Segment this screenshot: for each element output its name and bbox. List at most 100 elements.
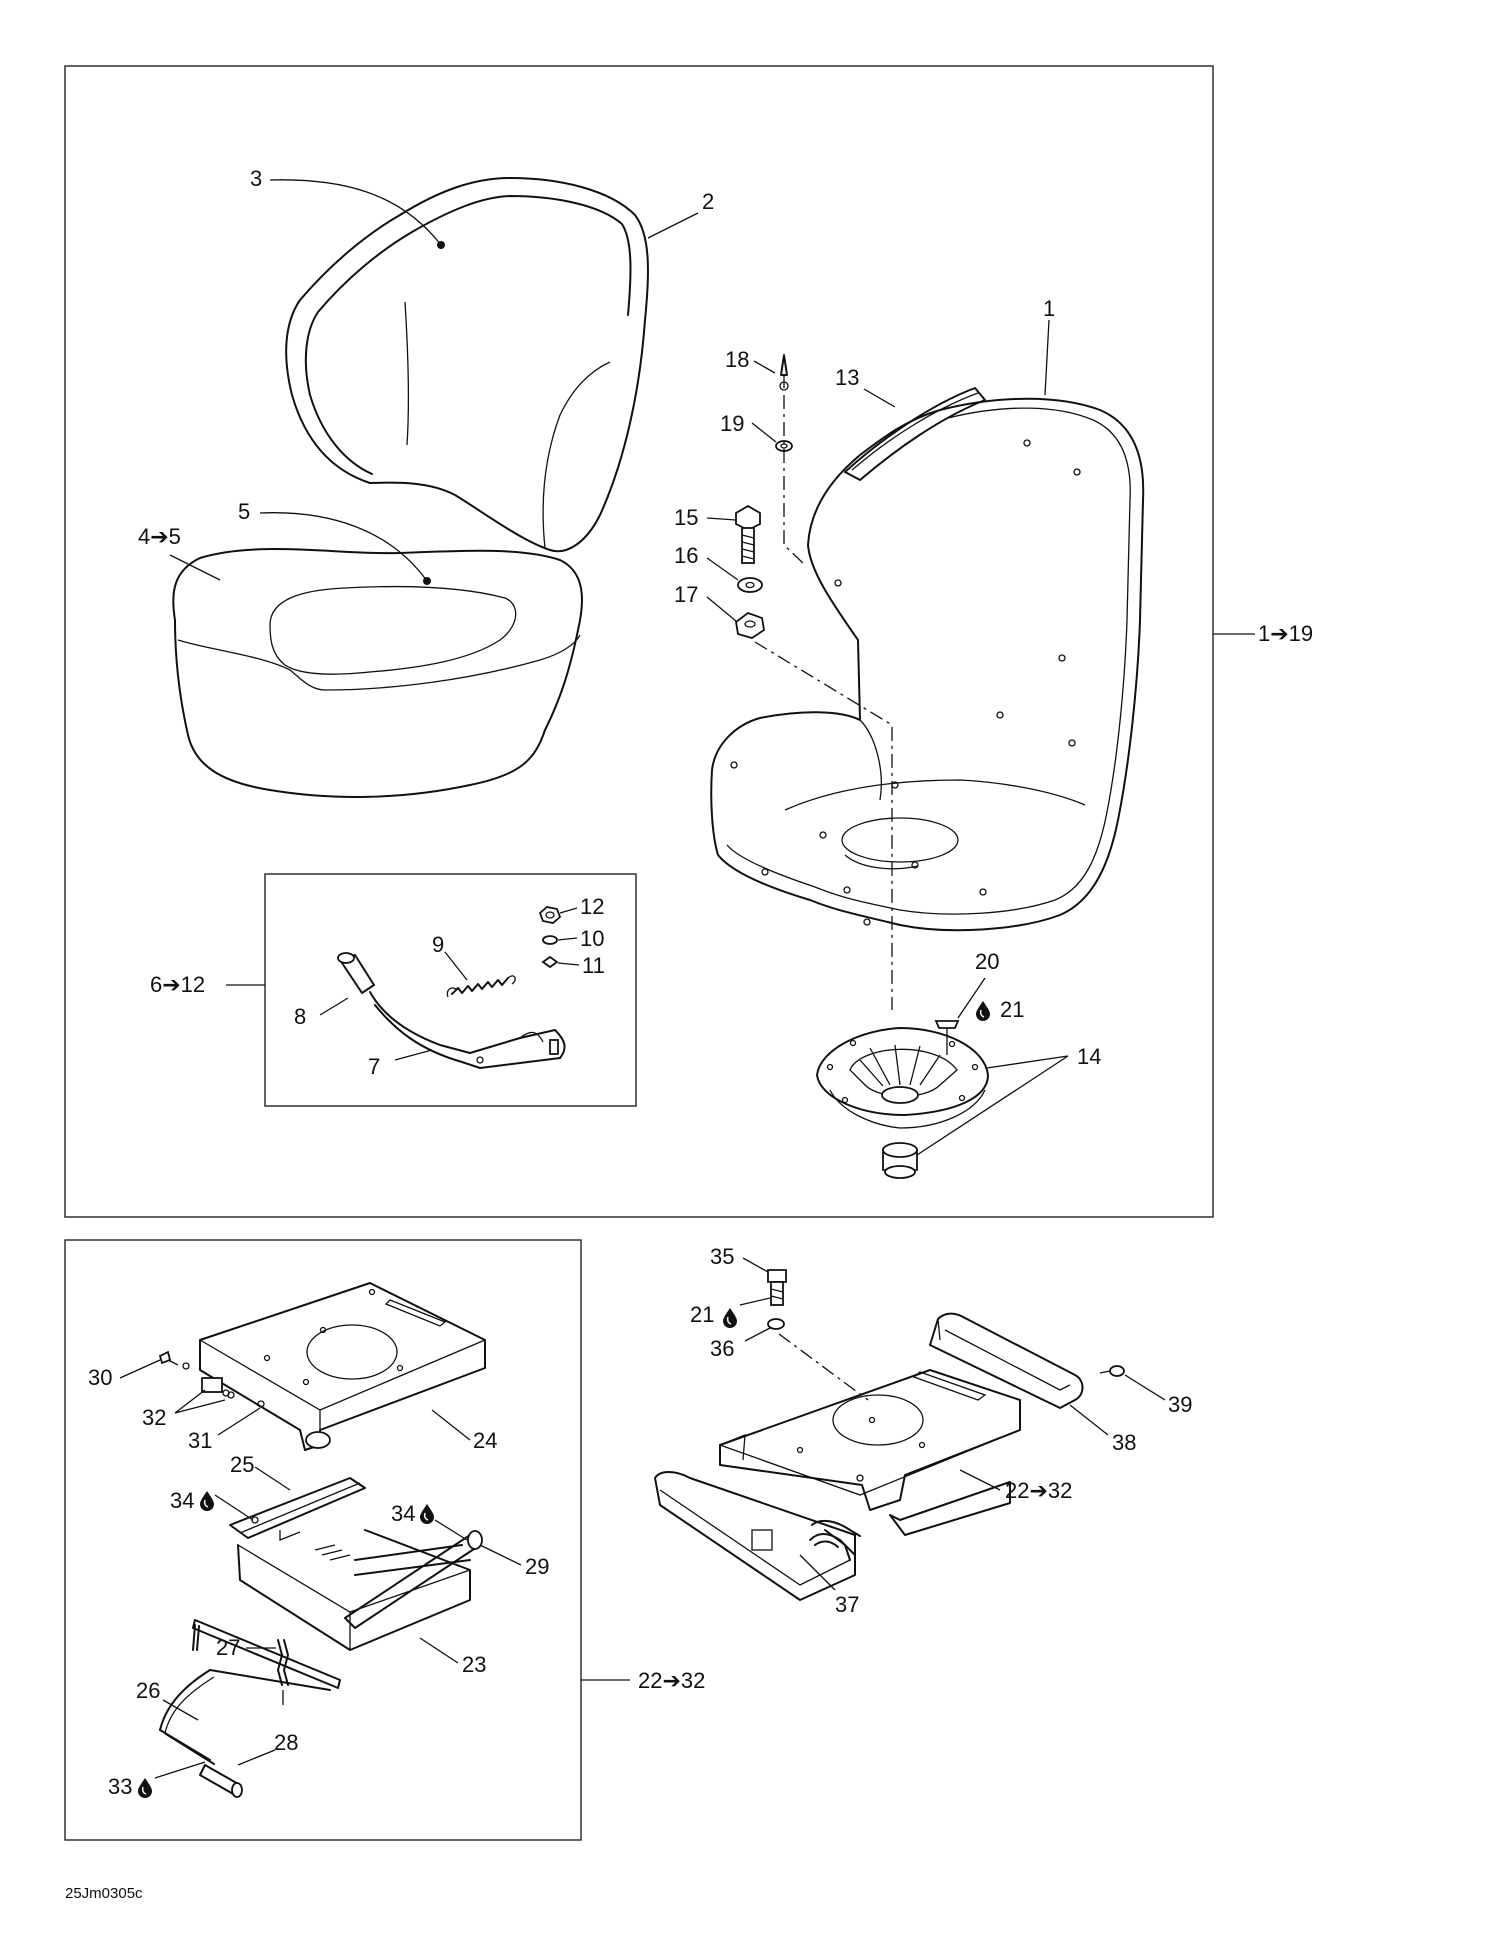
leader-18: [753, 360, 776, 374]
assembled-slide: [719, 1369, 1021, 1536]
callout-14: 14: [1077, 1044, 1101, 1069]
spring-pin-27: [277, 1639, 289, 1705]
seat-bottom-cushion: [172, 548, 583, 798]
callout-34-left: 34: [170, 1488, 194, 1513]
callout-35: 35: [710, 1244, 734, 1269]
leader-36: [744, 1327, 771, 1342]
leader-7: [394, 1049, 433, 1061]
callout-3: 3: [250, 166, 262, 191]
seat-assembly-frame: [64, 65, 1214, 1218]
callout-26: 26: [136, 1678, 160, 1703]
plug-39: [1099, 1365, 1125, 1377]
callout-21: 21: [1000, 997, 1024, 1022]
callout-38: 38: [1112, 1430, 1136, 1455]
callout-34-right: 34: [391, 1501, 415, 1526]
leader-33: [154, 1761, 206, 1779]
screw-20: [934, 1020, 960, 1055]
slide-upper-plate: [199, 1282, 486, 1451]
callout-15: 15: [674, 505, 698, 530]
callout-1: 1: [1043, 296, 1055, 321]
leader-11: [557, 962, 580, 966]
callout-24: 24: [473, 1428, 497, 1453]
callout-17: 17: [674, 582, 698, 607]
leader-37: [799, 1554, 836, 1591]
callout-25: 25: [230, 1452, 254, 1477]
callout-2: 2: [702, 189, 714, 214]
callout-29: 29: [525, 1554, 549, 1579]
leader-1: [1044, 319, 1050, 396]
rivet-18: [779, 354, 789, 391]
callout-20: 20: [975, 949, 999, 974]
leader-2: [647, 212, 699, 239]
callout-4-5: 4➔5: [138, 524, 181, 549]
leader-16: [706, 557, 739, 581]
callout-37: 37: [835, 1592, 859, 1617]
callout-9: 9: [432, 932, 444, 957]
swivel-bushing: [882, 1142, 918, 1179]
leader-30: [119, 1359, 161, 1379]
release-handle: [809, 1533, 856, 1556]
leader-35: [742, 1257, 769, 1273]
callout-5: 5: [238, 499, 250, 524]
callout-13: 13: [835, 365, 859, 390]
swivel-base: [816, 1027, 989, 1129]
washer-16: [737, 577, 763, 593]
slide-fasteners-30-32: [158, 1350, 265, 1408]
adjuster-handle-grip: [337, 952, 375, 994]
leader-22-32b: [959, 1469, 1001, 1491]
leader-10: [557, 937, 578, 941]
leader-31: [217, 1407, 261, 1436]
leader-38: [1069, 1404, 1109, 1436]
callout-22-32-left: 22➔32: [638, 1668, 705, 1693]
tension-spring: [446, 975, 516, 998]
leader-20: [957, 977, 986, 1019]
callout-30: 30: [88, 1365, 112, 1390]
callout-19: 19: [720, 411, 744, 436]
leader-15: [706, 517, 737, 521]
grip-28: [199, 1764, 243, 1798]
seat-shell: [710, 397, 1145, 932]
leader-28: [237, 1749, 276, 1766]
callout-22-32-right: 22➔32: [1005, 1478, 1072, 1503]
callout-18: 18: [725, 347, 749, 372]
leader-13: [863, 388, 896, 408]
leader-32: [174, 1389, 226, 1414]
centerline-rivet: [783, 395, 806, 566]
callout-12: 12: [580, 894, 604, 919]
adjuster-inset-frame: [264, 873, 637, 1107]
slide-tube-29: [344, 1530, 483, 1629]
leader-29: [479, 1544, 522, 1566]
leader-34a: [214, 1494, 254, 1521]
bolt-15: [735, 504, 761, 564]
callout-8: 8: [294, 1004, 306, 1029]
nut-12: [538, 906, 562, 924]
leader-5: [259, 512, 428, 582]
callout-11: 11: [582, 953, 605, 978]
lubricant-drop-icon: [975, 1000, 991, 1022]
trim-strip: [844, 387, 986, 481]
leader-21b: [739, 1297, 771, 1306]
callout-6-12: 6➔12: [150, 972, 205, 997]
washer-10: [542, 935, 558, 945]
leader-25: [254, 1466, 291, 1491]
leader-3: [269, 179, 442, 246]
callout-32: 32: [142, 1405, 166, 1430]
lubricant-drop-icon: [722, 1307, 738, 1329]
nut-17: [735, 611, 765, 639]
callout-36: 36: [710, 1336, 734, 1361]
side-cover-38: [929, 1312, 1084, 1409]
leader-14: [916, 1055, 1069, 1156]
leader-8: [319, 997, 349, 1016]
callout-1-19: 1➔19: [1258, 621, 1313, 646]
lock-washer-11: [541, 955, 559, 969]
callout-23: 23: [462, 1652, 486, 1677]
callout-31: 31: [188, 1428, 212, 1453]
leader-34b: [434, 1519, 468, 1541]
leader-26: [162, 1699, 199, 1721]
lubricant-drop-icon: [137, 1777, 153, 1799]
seat-back-cushion: [285, 177, 649, 553]
slide-assembly-frame: [64, 1239, 582, 1841]
lubricant-drop-icon: [419, 1503, 435, 1525]
leader-19: [751, 422, 777, 443]
